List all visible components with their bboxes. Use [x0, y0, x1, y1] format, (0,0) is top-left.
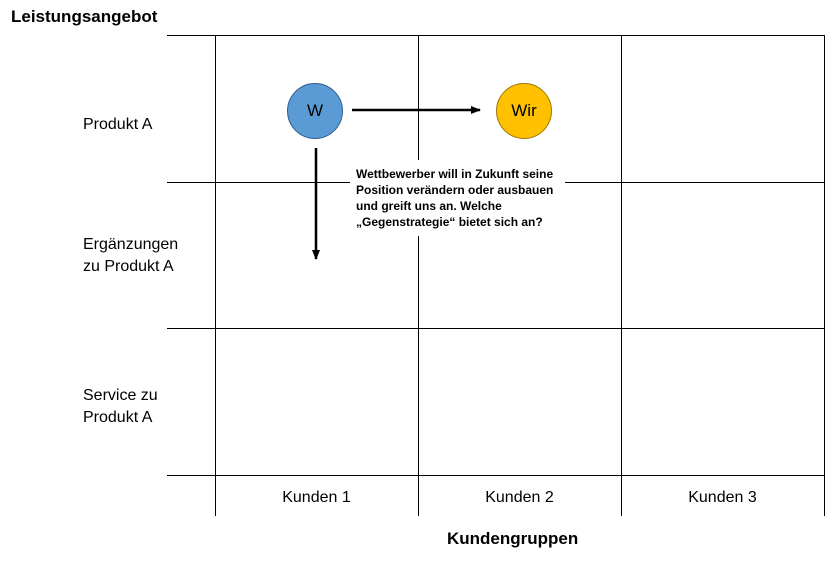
column-label-kunden-1: Kunden 1: [282, 489, 351, 506]
row-label-ergaenzungen: Ergänzungen zu Produkt A: [83, 236, 179, 275]
diagram-title: Leistungsangebot: [11, 7, 158, 26]
competitor-node: W: [287, 83, 343, 139]
competitor-node-label: W: [306, 101, 324, 120]
grid-line-top: [167, 35, 825, 36]
us-node: Wir: [496, 83, 552, 139]
us-node-label: Wir: [511, 101, 537, 120]
callout-text: Wettbewerber will in Zukunft seine Posit…: [350, 160, 565, 236]
grid-line-col2: [621, 35, 622, 516]
row-label-produkt-a: Produkt A: [83, 116, 153, 133]
grid-line-row2: [167, 328, 825, 329]
grid-line-col1: [418, 35, 419, 516]
row-label-service: Service zu Produkt A: [83, 387, 158, 426]
grid-line-row3: [167, 475, 825, 476]
column-label-kunden-3: Kunden 3: [688, 489, 757, 506]
x-axis-title: Kundengruppen: [447, 529, 579, 548]
grid-line-col3: [824, 35, 825, 516]
grid-line-col0: [215, 35, 216, 516]
column-label-kunden-2: Kunden 2: [485, 489, 554, 506]
